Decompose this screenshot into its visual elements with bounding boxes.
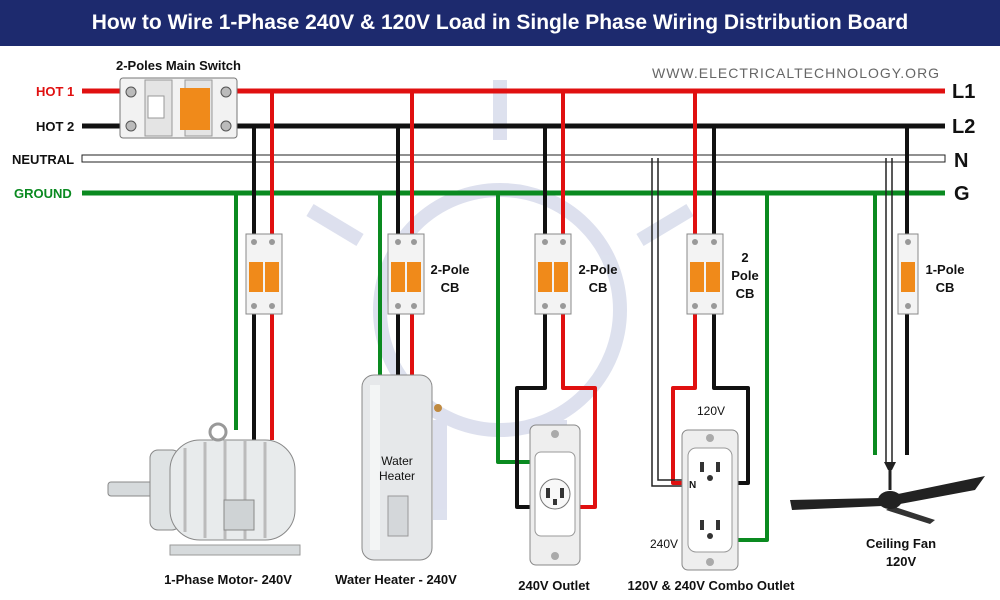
- outlet240-breaker-label-2: CB: [589, 280, 608, 295]
- fan-breaker-label-2: CB: [936, 280, 955, 295]
- outlet240-icon: [529, 424, 581, 566]
- hot1-label: HOT 1: [36, 84, 74, 99]
- ground-label: GROUND: [14, 186, 72, 201]
- outlet240-label: 240V Outlet: [518, 578, 590, 593]
- combo-breaker-label-2: Pole: [731, 268, 758, 283]
- main-switch: [119, 77, 238, 139]
- water-heater-icon: [361, 374, 442, 561]
- combo-breaker-label-1: 2: [741, 250, 748, 265]
- website-url: WWW.ELECTRICALTECHNOLOGY.ORG: [652, 65, 940, 81]
- fan-breaker-label-1: 1-Pole: [925, 262, 964, 277]
- water-heater-body-label-2: Heater: [379, 469, 415, 483]
- fan-label-2: 120V: [886, 554, 917, 569]
- title-bar: How to Wire 1-Phase 240V & 120V Load in …: [0, 0, 1000, 46]
- outlet240-breaker: [534, 233, 572, 315]
- main-switch-label: 2-Poles Main Switch: [116, 58, 241, 73]
- combo-240v-label: 240V: [650, 537, 678, 551]
- water-heater-body-label-1: Water: [381, 454, 413, 468]
- g-label: G: [954, 183, 970, 205]
- motor-breaker: [245, 233, 283, 315]
- water-heater-breaker: [387, 233, 425, 315]
- combo-breaker-label-3: CB: [736, 286, 755, 301]
- wh-breaker-label-1: 2-Pole: [430, 262, 469, 277]
- combo-n-label: N: [689, 480, 696, 491]
- l2-label: L2: [952, 116, 975, 138]
- water-heater-label: Water Heater - 240V: [335, 572, 457, 587]
- fan-breaker: [897, 233, 919, 315]
- page-title: How to Wire 1-Phase 240V & 120V Load in …: [91, 11, 909, 34]
- combo-breaker: [686, 233, 724, 315]
- outlet240-breaker-label-1: 2-Pole: [578, 262, 617, 277]
- ceiling-fan-icon: [790, 462, 985, 524]
- bus-neutral: [81, 154, 946, 163]
- hot2-label: HOT 2: [36, 119, 74, 134]
- motor-icon: [107, 422, 301, 556]
- combo-outlet-label: 120V & 240V Combo Outlet: [628, 578, 796, 593]
- wh-breaker-label-2: CB: [441, 280, 460, 295]
- combo-120v-label: 120V: [697, 404, 725, 418]
- combo-outlet-icon: [681, 429, 739, 571]
- l1-label: L1: [952, 81, 975, 103]
- motor-label: 1-Phase Motor- 240V: [164, 572, 292, 587]
- n-label: N: [954, 150, 968, 172]
- neutral-label: NEUTRAL: [12, 152, 74, 167]
- fan-label-1: Ceiling Fan: [866, 536, 936, 551]
